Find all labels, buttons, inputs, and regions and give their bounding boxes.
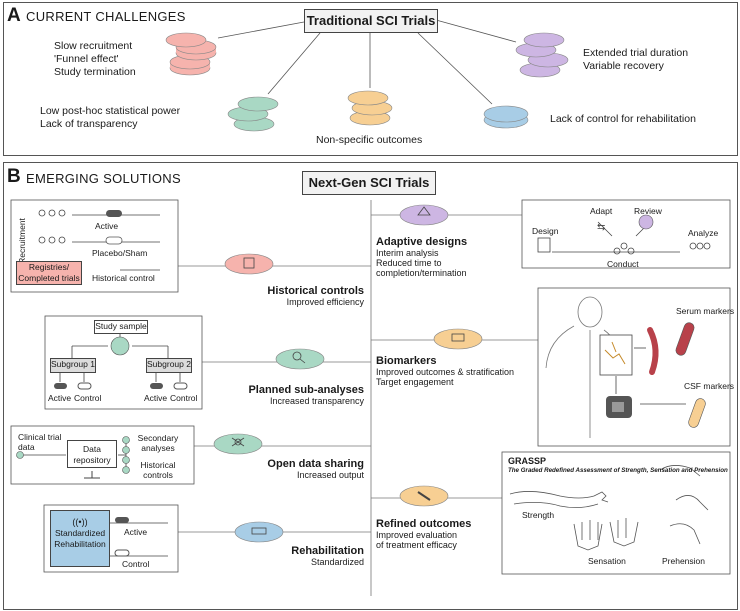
review-icon [638,214,654,230]
placebo-arm-label: Placebo/Sham [92,248,148,258]
rehab-control-label: Control [122,559,150,569]
adapt-label: Adapt [590,206,613,216]
challenge-recruitment: Slow recruitment 'Funnel effect' Study t… [54,40,136,78]
outcomes-coin-stack [347,90,393,126]
rehabilitation-coin-stack [483,105,529,129]
challenge-power: Low post-hoc statistical power Lack of t… [40,105,181,130]
hand-icon [609,518,639,547]
adaptive-icon [417,206,431,216]
pill-icon [105,236,123,245]
hand-icon [573,520,603,551]
design-label: Design [532,226,559,236]
rehab-active-label: Active [124,527,148,537]
pill-icon [150,383,163,389]
registries-box: Registries/ Completed trials [16,261,82,285]
blood-vessel-icon [647,327,659,375]
section-a-letter: A [7,5,21,26]
pill-icon [77,382,92,390]
subgroup-1-active: Active [48,393,72,403]
section-a-connectors [217,19,517,105]
subgroup-2-active: Active [144,393,168,403]
nextgen-trials-label: Next-Gen SCI Trials [302,171,436,195]
magnifier-icon [292,351,302,361]
active-arm-label: Active [95,221,119,231]
test-tube-icon [688,398,706,428]
biomarkers-title: Biomarkers Improved outcomes & stratific… [376,355,515,387]
historical-controls-label: Historical controls [140,460,176,480]
serum-markers-label: Serum markers [676,306,735,316]
pill-icon [106,210,122,217]
monitor-icon [110,336,130,356]
test-tube-icon [675,322,695,356]
grassp-subtitle: The Graded Redefined Assessment of Stren… [508,467,728,474]
conduct-label: Conduct [607,259,639,269]
challenge-duration: Extended trial duration Variable recover… [583,47,689,72]
section-a-title: CURRENT CHALLENGES [26,9,186,24]
subanalyses-title: Planned sub-analyses Increased transpare… [248,384,364,406]
csf-markers-label: CSF markers [684,381,735,391]
traditional-trials-label: Traditional SCI Trials [304,9,438,33]
study-sample-box: Study sample [94,320,148,334]
challenge-outcomes: Non-specific outcomes [316,134,423,146]
grip-hand-icon [659,465,701,477]
analyze-label: Analyze [688,228,719,238]
biomarker-panel [537,287,731,447]
challenge-rehabilitation: Lack of control for rehabilitation [550,113,696,125]
arm-icon [509,491,609,503]
adaptive-panel: ⇆ [521,199,731,269]
adaptive-designs-title: Adaptive designs Interim analysis Reduce… [376,236,468,278]
historical-controls-title: Historical controls Improved efficiency [267,285,364,307]
sensation-label: Sensation [588,556,626,566]
subgroup-1-box: Subgroup 1 [50,358,96,373]
pill-icon [54,383,67,389]
rehabilitation-title: Rehabilitation Standardized [291,545,364,567]
section-b-letter: B [7,166,21,187]
section-b-title: EMERGING SOLUTIONS [26,171,181,186]
subgroup-2-control: Control [170,393,198,403]
duration-coin-stack [515,32,569,78]
pill-icon [114,549,130,557]
spine-segment-icon [606,396,632,418]
pill-icon [115,517,129,523]
recruitment-coin-stack [165,32,217,76]
statistical-power-coin-stack [227,96,279,132]
signal-icon: ((•)) [72,517,88,527]
secondary-analyses-label: Secondary analyses [137,433,179,453]
subgroup-2-box: Subgroup 2 [146,358,192,373]
test-tube-rack-icon [451,333,465,342]
standardized-rehab-box: ((•)) Standardized Rehabilitation [50,510,110,567]
strength-label: Strength [522,510,555,520]
clinical-trial-data-label: Clinical trial data [18,432,62,452]
recruitment-label: Recruitment [16,218,27,264]
dumbbell-icon [251,527,267,535]
wrench-icon [417,491,431,501]
refined-outcomes-title: Refined outcomes Improved evaluation of … [376,518,472,550]
open-data-title: Open data sharing Increased output [267,458,364,480]
cycle-icon: ⇆ [597,222,605,233]
scroll-icon [243,257,255,269]
subgroup-1-control: Control [74,393,102,403]
grassp-title: GRASSP [508,456,547,466]
network-icon [234,438,242,446]
prehension-label: Prehension [662,556,706,566]
pill-icon [173,382,188,390]
grassp-panel [501,451,731,575]
data-repository-box: Data repository [67,440,117,468]
historical-control-label: Historical control [92,273,155,283]
review-label: Review [634,206,662,216]
